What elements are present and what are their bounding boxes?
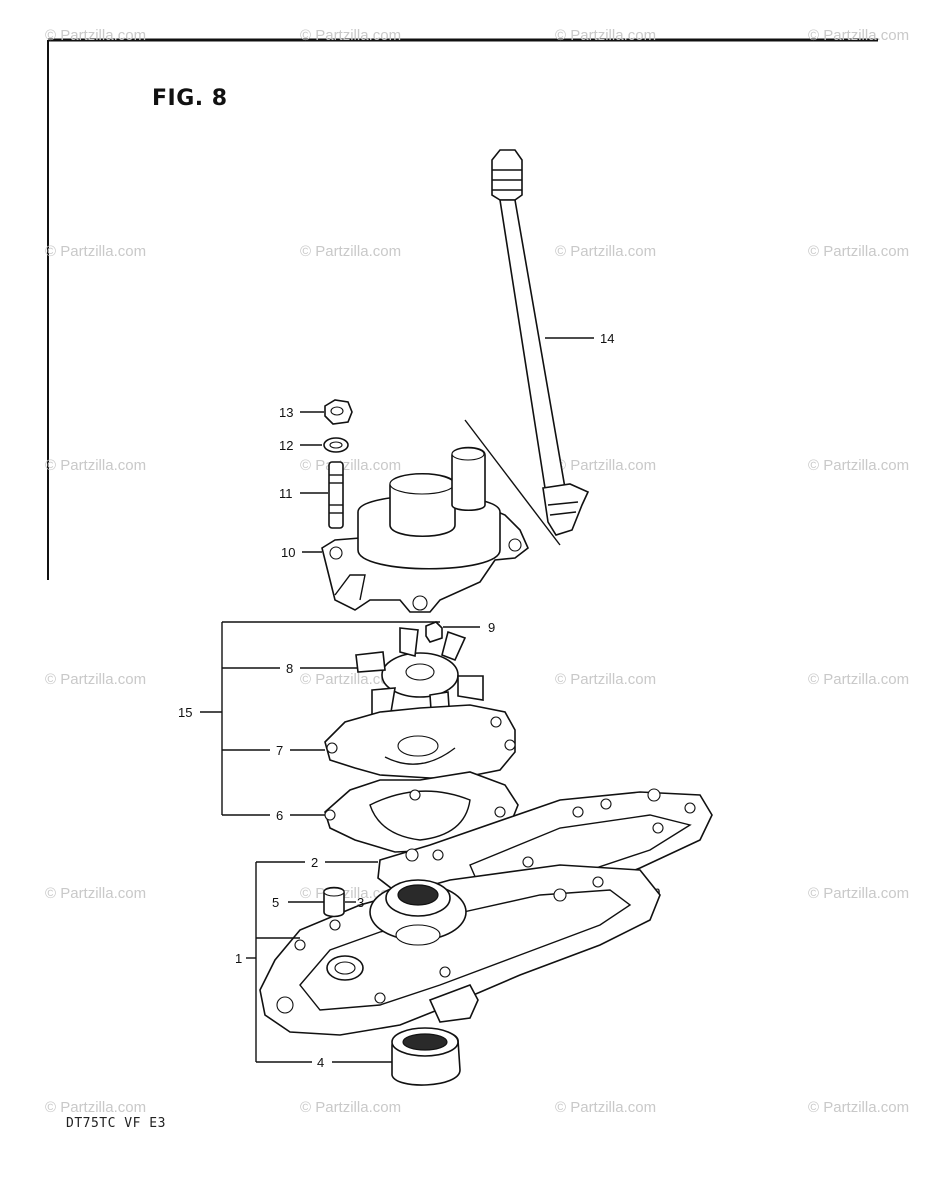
callout-1: 1	[235, 951, 242, 966]
callout-4: 4	[317, 1055, 324, 1070]
watermark-text: © Partzilla.com	[45, 27, 146, 44]
watermark-text: © Partzilla.com	[45, 1099, 146, 1116]
part-9-key	[425, 621, 443, 643]
callout-9: 9	[488, 620, 495, 635]
part-10-pump-case	[321, 419, 561, 613]
watermark-text: © Partzilla.com	[45, 457, 146, 474]
callout-14: 14	[600, 331, 614, 346]
callout-11: 11	[279, 486, 293, 501]
watermark-text: © Partzilla.com	[555, 457, 656, 474]
watermark-text: © Partzilla.com	[555, 243, 656, 260]
part-7-liner-plate	[324, 704, 516, 779]
leader-lines	[200, 337, 594, 1063]
callout-15: 15	[178, 705, 192, 720]
watermark-text: © Partzilla.com	[555, 671, 656, 688]
figure-title: FIG. 8	[152, 86, 228, 111]
part-1-case-plate	[259, 864, 661, 1036]
callout-5: 5	[272, 895, 279, 910]
watermark-text: © Partzilla.com	[808, 457, 909, 474]
part-12-washer	[323, 437, 349, 453]
callout-7: 7	[276, 743, 283, 758]
part-11-stud-bolt	[328, 461, 344, 529]
callout-10: 10	[281, 545, 295, 560]
callout-6: 6	[276, 808, 283, 823]
watermark-text: © Partzilla.com	[808, 671, 909, 688]
watermark-text: © Partzilla.com	[808, 243, 909, 260]
watermark-text: © Partzilla.com	[300, 671, 401, 688]
model-code: DT75TC VF E3	[66, 1116, 166, 1131]
part-2-gasket	[377, 788, 713, 906]
part-3-oil-seal	[369, 879, 467, 946]
part-13-nut	[324, 399, 353, 425]
watermark-text: © Partzilla.com	[808, 885, 909, 902]
watermark-text: © Partzilla.com	[45, 885, 146, 902]
callout-12: 12	[279, 438, 293, 453]
watermark-text: © Partzilla.com	[45, 671, 146, 688]
callout-3: 3	[357, 895, 364, 910]
part-14-water-tube	[491, 149, 590, 536]
part-8-impeller	[355, 627, 484, 725]
callout-numbers: 14 13 12 11 10 9 8 15 7 6 2 5 3 1 4	[178, 331, 614, 1070]
watermark-text: © Partzilla.com	[300, 457, 401, 474]
watermark-text: © Partzilla.com	[300, 243, 401, 260]
part-4-bearing	[391, 1027, 461, 1086]
callout-8: 8	[286, 661, 293, 676]
watermark-text: © Partzilla.com	[555, 27, 656, 44]
watermark-grid: © Partzilla.com © Partzilla.com © Partzi…	[45, 27, 909, 1116]
callout-2: 2	[311, 855, 318, 870]
part-5-dowel-pin	[323, 886, 345, 918]
watermark-text: © Partzilla.com	[808, 27, 909, 44]
watermark-text: © Partzilla.com	[555, 1099, 656, 1116]
watermark-text: © Partzilla.com	[45, 243, 146, 260]
watermark-text: © Partzilla.com	[808, 1099, 909, 1116]
watermark-text: © Partzilla.com	[300, 27, 401, 44]
callout-13: 13	[279, 405, 293, 420]
watermark-text: © Partzilla.com	[300, 1099, 401, 1116]
